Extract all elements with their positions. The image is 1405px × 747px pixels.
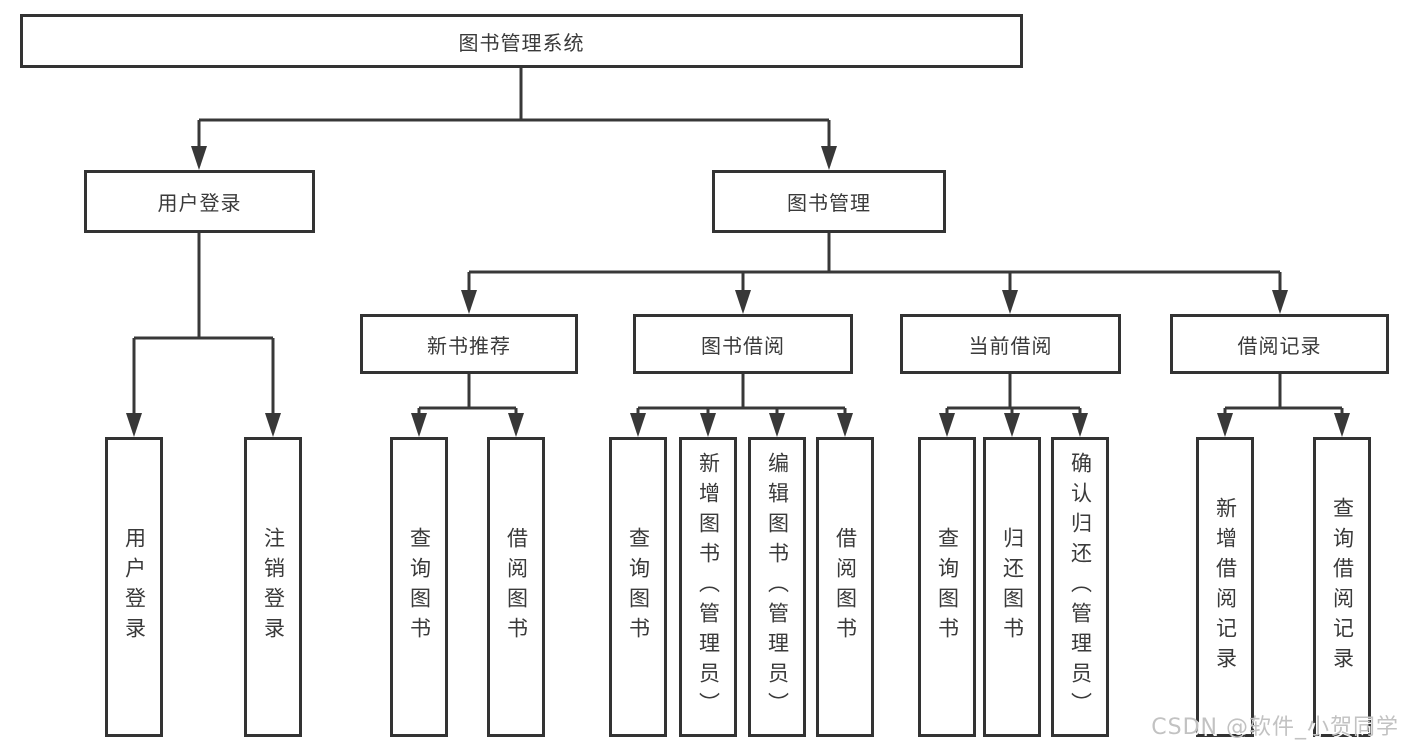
node-leaf-cb-return-books-label: 归还图书 xyxy=(1000,527,1025,647)
node-leaf-br-add-record: 新增借阅记录 xyxy=(1196,437,1254,737)
node-book-management: 图书管理 xyxy=(712,170,946,233)
node-leaf-rec-borrow-books-label: 借阅图书 xyxy=(504,527,529,647)
node-leaf-bb-add-books-admin: 新增图书（管理员） xyxy=(679,437,737,737)
node-root-label: 图书管理系统 xyxy=(458,30,585,55)
csdn-watermark: CSDN @软件_小贺同学 xyxy=(1151,715,1399,740)
node-user-login-group-label: 用户登录 xyxy=(157,191,242,215)
node-new-book-recommendation: 新书推荐 xyxy=(360,314,578,374)
node-leaf-logout: 注销登录 xyxy=(244,437,302,737)
node-leaf-cb-query-books: 查询图书 xyxy=(918,437,976,737)
node-current-borrowing-label: 当前借阅 xyxy=(968,333,1053,358)
node-leaf-bb-borrow-books: 借阅图书 xyxy=(816,437,874,737)
node-borrowing-records-label: 借阅记录 xyxy=(1237,333,1322,358)
node-leaf-cb-return-books: 归还图书 xyxy=(983,437,1041,737)
node-book-management-label: 图书管理 xyxy=(787,191,871,215)
node-leaf-bb-query-books: 查询图书 xyxy=(609,437,667,737)
node-leaf-bb-edit-books-admin-label: 编辑图书（管理员） xyxy=(765,452,790,722)
node-new-book-recommendation-label: 新书推荐 xyxy=(427,333,511,358)
node-leaf-br-add-record-label: 新增借阅记录 xyxy=(1213,497,1238,677)
node-root-library-system: 图书管理系统 xyxy=(20,14,1023,68)
node-leaf-cb-query-books-label: 查询图书 xyxy=(935,527,960,647)
node-leaf-rec-borrow-books: 借阅图书 xyxy=(487,437,545,737)
node-leaf-user-login-label: 用户登录 xyxy=(122,527,147,647)
node-leaf-bb-borrow-books-label: 借阅图书 xyxy=(833,527,858,647)
node-leaf-br-query-record-label: 查询借阅记录 xyxy=(1330,497,1355,677)
node-leaf-user-login: 用户登录 xyxy=(105,437,163,737)
node-leaf-cb-confirm-return-admin-label: 确认归还（管理员） xyxy=(1068,452,1093,722)
node-leaf-rec-query-books: 查询图书 xyxy=(390,437,448,737)
node-leaf-rec-query-books-label: 查询图书 xyxy=(407,527,432,647)
node-borrowing-records: 借阅记录 xyxy=(1170,314,1389,374)
node-current-borrowing: 当前借阅 xyxy=(900,314,1121,374)
node-user-login-group: 用户登录 xyxy=(84,170,315,233)
node-leaf-cb-confirm-return-admin: 确认归还（管理员） xyxy=(1051,437,1109,737)
node-leaf-bb-query-books-label: 查询图书 xyxy=(626,527,651,647)
node-book-borrowing-label: 图书借阅 xyxy=(701,333,785,358)
node-leaf-bb-edit-books-admin: 编辑图书（管理员） xyxy=(748,437,806,737)
node-book-borrowing: 图书借阅 xyxy=(633,314,853,374)
node-leaf-bb-add-books-admin-label: 新增图书（管理员） xyxy=(696,452,721,722)
node-leaf-br-query-record: 查询借阅记录 xyxy=(1313,437,1371,737)
node-leaf-logout-label: 注销登录 xyxy=(261,527,286,647)
